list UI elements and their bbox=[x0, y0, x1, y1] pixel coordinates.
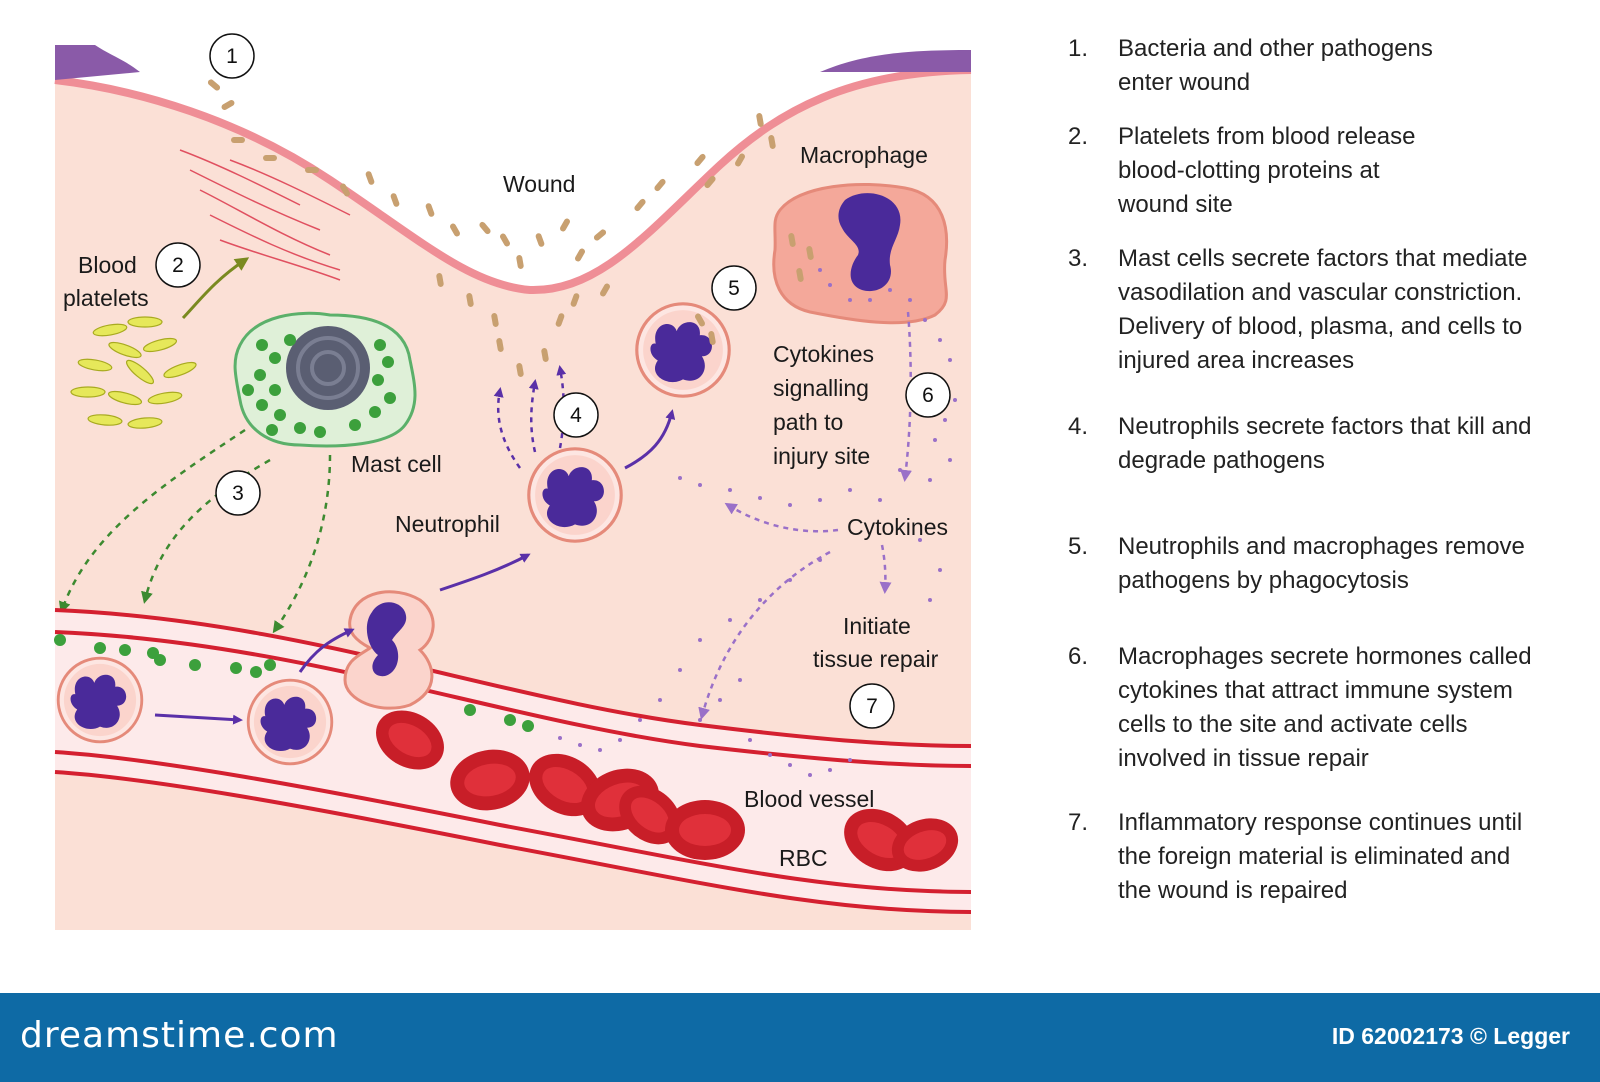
migration-arrow bbox=[439, 553, 531, 592]
legend-line: blood-clotting proteins at bbox=[1118, 157, 1380, 184]
label-cytokines-path-4: injury site bbox=[773, 443, 870, 469]
legend-text: Platelets from blood release blood-clotti… bbox=[1118, 120, 1593, 222]
step-marker-7: 7 bbox=[849, 683, 895, 729]
legend-line: degrade pathogens bbox=[1118, 447, 1325, 474]
legend-text: Neutrophils and macrophages remove pathog… bbox=[1118, 530, 1593, 598]
step-marker-3: 3 bbox=[215, 470, 261, 516]
label-cytokines-path-2: signalling bbox=[773, 375, 869, 401]
svg-text:4: 4 bbox=[570, 404, 582, 427]
legend-item: 5. Neutrophils and macrophages remove path… bbox=[1068, 530, 1593, 598]
neutrophil bbox=[527, 447, 623, 543]
step-marker-4: 4 bbox=[553, 392, 599, 438]
brand-logo: dreamstime.com bbox=[20, 1015, 339, 1056]
legend-text: Mast cells secrete factors that mediate v… bbox=[1118, 242, 1593, 378]
vessel-wall-top-inner bbox=[54, 630, 972, 768]
legend-number: 7. bbox=[1068, 809, 1089, 836]
legend-line: vasodilation and vascular constriction. bbox=[1118, 279, 1523, 306]
label-blood-platelets-2: platelets bbox=[63, 285, 149, 311]
label-rbc: RBC bbox=[779, 845, 828, 871]
legend-item: 1. Bacteria and other pathogens enter woun… bbox=[1068, 32, 1593, 100]
legend-line: wound site bbox=[1118, 191, 1233, 218]
legend-line: injured area increases bbox=[1118, 347, 1355, 374]
label-blood-platelets-1: Blood bbox=[78, 252, 137, 278]
epidermis-left bbox=[55, 45, 140, 80]
legend-number: 2. bbox=[1068, 123, 1089, 150]
phagocytic-neutrophil bbox=[635, 302, 731, 398]
footer-bar: dreamstime.com ID 62002173 © Legger bbox=[0, 993, 1600, 1082]
fibrin-strands bbox=[179, 149, 351, 281]
legend-line: Inflammatory response continues until bbox=[1118, 809, 1523, 836]
cytokine-arrows bbox=[698, 311, 912, 720]
legend-text: Bacteria and other pathogens enter wound bbox=[1118, 32, 1593, 100]
label-cytokines-path-3: path to bbox=[773, 409, 843, 435]
label-cytokines: Cytokines bbox=[847, 514, 948, 540]
label-neutrophil: Neutrophil bbox=[395, 511, 500, 537]
legend-item: 6. Macrophages secrete hormones called cyt… bbox=[1068, 640, 1593, 776]
label-initiate-2: tissue repair bbox=[813, 646, 939, 672]
svg-text:2: 2 bbox=[172, 254, 184, 277]
legend-number: 4. bbox=[1068, 413, 1089, 440]
epidermis-right bbox=[820, 50, 971, 72]
legend-line: Bacteria and other pathogens bbox=[1118, 35, 1433, 62]
step-marker-2: 2 bbox=[155, 242, 201, 288]
legend-line: pathogens by phagocytosis bbox=[1118, 567, 1409, 594]
legend-line: Mast cells secrete factors that mediate bbox=[1118, 245, 1528, 272]
label-blood-vessel: Blood vessel bbox=[744, 786, 874, 812]
label-mast-cell: Mast cell bbox=[351, 451, 442, 477]
legend-line: enter wound bbox=[1118, 69, 1251, 96]
legend-line: Platelets from blood release bbox=[1118, 123, 1416, 150]
legend-item: 2. Platelets from blood release blood-clot… bbox=[1068, 120, 1593, 222]
legend-item: 3. Mast cells secrete factors that mediat… bbox=[1068, 242, 1593, 378]
legend-line: the foreign material is eliminated and bbox=[1118, 843, 1511, 870]
extravasation-arrow bbox=[298, 628, 355, 673]
legend-text: Inflammatory response continues until the… bbox=[1118, 806, 1593, 908]
legend-text: Neutrophils secrete factors that kill an… bbox=[1118, 410, 1593, 478]
step-marker-5: 5 bbox=[711, 265, 757, 311]
label-wound: Wound bbox=[503, 171, 575, 197]
legend-item: 7. Inflammatory response continues until t… bbox=[1068, 806, 1593, 908]
neutrophil-in-vessel-2 bbox=[246, 678, 334, 766]
legend-item: 4. Neutrophils secrete factors that kill … bbox=[1068, 410, 1593, 478]
platelet-arrow bbox=[181, 257, 250, 320]
legend-list: 1. Bacteria and other pathogens enter woun… bbox=[1068, 32, 1593, 908]
image-credit: ID 62002173 © Legger bbox=[1331, 1023, 1570, 1049]
skin-surface bbox=[54, 66, 972, 295]
step-marker-6: 6 bbox=[905, 372, 951, 418]
neutrophil-in-vessel-1 bbox=[56, 656, 144, 744]
legend-line: Macrophages secrete hormones called bbox=[1118, 643, 1532, 670]
legend-number: 5. bbox=[1068, 533, 1089, 560]
vessel-wall-top bbox=[54, 608, 972, 748]
label-macrophage: Macrophage bbox=[800, 142, 928, 168]
extravasating-neutrophil bbox=[343, 590, 435, 710]
label-cytokines-path-1: Cytokines bbox=[773, 341, 874, 367]
legend-line: cells to the site and activate cells bbox=[1118, 711, 1468, 738]
rolling-arrow bbox=[154, 713, 243, 725]
inflammation-diagram: 1 2 3 4 5 6 7 Wound Macrophage Blood pla… bbox=[54, 33, 972, 930]
legend-line: Neutrophils secrete factors that kill an… bbox=[1118, 413, 1532, 440]
vessel-wall-bottom bbox=[54, 770, 972, 914]
mast-cell bbox=[233, 311, 417, 448]
legend-number: 6. bbox=[1068, 643, 1089, 670]
legend-text: Macrophages secrete hormones called cytok… bbox=[1118, 640, 1593, 776]
vessel-wall-bottom-inner bbox=[54, 750, 972, 894]
legend-number: 3. bbox=[1068, 245, 1089, 272]
svg-text:6: 6 bbox=[922, 384, 934, 407]
label-initiate-1: Initiate bbox=[843, 613, 911, 639]
legend-line: involved in tissue repair bbox=[1118, 745, 1369, 772]
wound-cavity bbox=[55, 45, 971, 291]
svg-text:7: 7 bbox=[866, 695, 878, 718]
macrophage bbox=[772, 183, 949, 325]
to-phagocyte-arrow bbox=[624, 409, 676, 470]
legend-line: Neutrophils and macrophages remove bbox=[1118, 533, 1525, 560]
svg-text:3: 3 bbox=[232, 482, 244, 505]
legend-line: cytokines that attract immune system bbox=[1118, 677, 1513, 704]
svg-text:5: 5 bbox=[728, 277, 740, 300]
svg-text:1: 1 bbox=[226, 45, 238, 68]
legend-line: Delivery of blood, plasma, and cells to bbox=[1118, 313, 1523, 340]
step-marker-1: 1 bbox=[209, 33, 255, 79]
legend-line: the wound is repaired bbox=[1118, 877, 1348, 904]
legend-number: 1. bbox=[1068, 35, 1089, 62]
